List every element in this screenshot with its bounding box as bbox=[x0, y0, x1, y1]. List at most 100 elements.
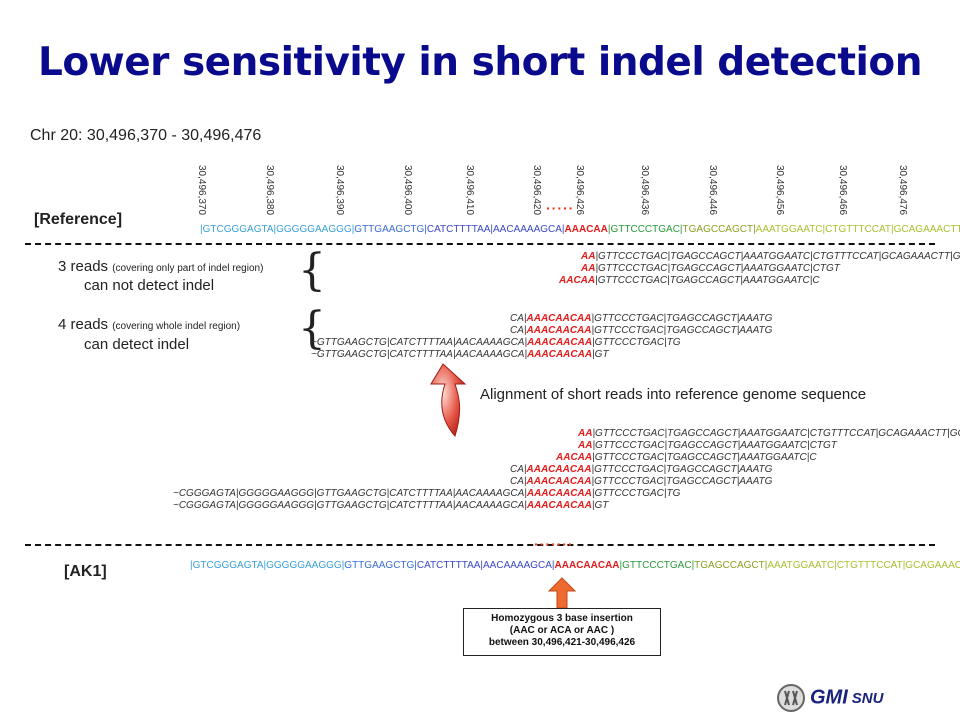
read-indel: AAACAACAA bbox=[526, 313, 592, 324]
group2-description: 4 reads (covering whole indel region) bbox=[58, 316, 240, 333]
read-prefix: ~GTTGAAGCTG|CATCTTTTAA|AACAAAAGCA| bbox=[311, 337, 528, 348]
read-indel: AA bbox=[578, 440, 593, 451]
read-suffix: |GTTCCCTGAC|TGAGCCAGCT|AAATGGAATC|C bbox=[595, 275, 820, 286]
read-suffix: |GT bbox=[592, 349, 609, 360]
read-indel: AA bbox=[578, 428, 593, 439]
group1-result: can not detect indel bbox=[84, 277, 215, 294]
insertion-note-line1: Homozygous 3 base insertion bbox=[491, 613, 633, 624]
position-tick: 30,496,436 bbox=[639, 165, 650, 216]
group1-brace: { bbox=[298, 245, 326, 296]
read-prefix: CA| bbox=[510, 313, 527, 324]
read-indel: AAACAACAA bbox=[526, 464, 592, 475]
group1-reads: AA|GTTCCCTGAC|TGAGCCAGCT|AAATGGAATC|CTGT… bbox=[559, 251, 960, 287]
ak1-segment: TGAGCCAGCT| bbox=[694, 560, 768, 571]
read-prefix: ~CGGGAGTA|GGGGGAAGGG|GTTGAAGCTG|CATCTTTT… bbox=[173, 500, 527, 511]
group2-brace: { bbox=[298, 303, 326, 354]
group2-reads: CA|AAACAACAA|GTTCCCTGAC|TGAGCCAGCT|AAATG… bbox=[311, 313, 772, 361]
read-suffix: |GTTCCCTGAC|TGAGCCAGCT|AAATGGAATC|CTGTTT… bbox=[592, 428, 960, 439]
read-prefix: ~GTTGAAGCTG|CATCTTTTAA|AACAAAAGCA| bbox=[311, 349, 528, 360]
read-suffix: |GTTCCCTGAC|TGAGCCAGCT|AAATG bbox=[591, 476, 773, 487]
read-indel: AACAA bbox=[556, 452, 593, 463]
group2-result: can detect indel bbox=[84, 336, 190, 353]
position-tick: 30,496,400 bbox=[402, 165, 413, 216]
insertion-note-box: Homozygous 3 base insertion (AAC or ACA … bbox=[463, 608, 661, 656]
ak1-segment: |GTTCCCTGAC| bbox=[619, 560, 695, 571]
read-indel: AAACAACAA bbox=[527, 337, 593, 348]
read-prefix: ~CGGGAGTA|GGGGGAAGGG|GTTGAAGCTG|CATCTTTT… bbox=[173, 488, 527, 499]
reference-sequence: |GTCGGGAGTA|GGGGGAAGGG|GTTGAAGCTG|CATCTT… bbox=[200, 224, 960, 236]
read-indel: AA bbox=[581, 263, 596, 274]
position-tick: 30,496,446 bbox=[707, 165, 718, 216]
ak1-segment: AAACAACAA bbox=[554, 560, 620, 571]
reference-segment: AAACAA bbox=[564, 224, 608, 235]
read-suffix: |GTTCCCTGAC|TGAGCCAGCT|AAATGGAATC|CTGT bbox=[595, 263, 840, 274]
ak1-segment: GTTGAAGCTG| bbox=[344, 560, 417, 571]
position-tick: 30,496,456 bbox=[774, 165, 785, 216]
read-suffix: |GTTCCCTGAC|TGAGCCAGCT|AAATGGAATC|CTGTTT… bbox=[595, 251, 960, 262]
read-row: CA|AAACAACAA|GTTCCCTGAC|TGAGCCAGCT|AAATG bbox=[510, 325, 880, 337]
read-indel: AAACAACAA bbox=[526, 325, 592, 336]
ak1-sequence: |GTCGGGAGTA|GGGGGAAGGG|GTTGAAGCTG|CATCTT… bbox=[190, 560, 960, 572]
alignment-arrow-icon bbox=[430, 363, 467, 438]
position-tick: 30,496,410 bbox=[464, 165, 475, 216]
divider-top bbox=[25, 243, 935, 245]
insertion-note-line3: between 30,496,421-30,496,426 bbox=[488, 637, 636, 648]
read-suffix: |GTTCCCTGAC|TGAGCCAGCT|AAATGGAATC|CTGT bbox=[592, 440, 837, 451]
position-tick: 30,496,420 bbox=[531, 165, 542, 216]
divider-bottom bbox=[25, 544, 935, 546]
reference-segment: |GTCGGGAGTA|GGGGGAAGGG| bbox=[200, 224, 355, 235]
reference-segment: GTTGAAGCTG| bbox=[354, 224, 427, 235]
read-row: CA|AAACAACAA|GTTCCCTGAC|TGAGCCAGCT|AAATG bbox=[510, 464, 960, 476]
position-tick: 30,496,466 bbox=[837, 165, 848, 216]
read-row: AA|GTTCCCTGAC|TGAGCCAGCT|AAATGGAATC|CTGT… bbox=[581, 251, 960, 263]
insertion-pointer-arrow-icon bbox=[548, 577, 576, 609]
read-prefix: CA| bbox=[510, 325, 527, 336]
read-row: AA|GTTCCCTGAC|TGAGCCAGCT|AAATGGAATC|CTGT… bbox=[578, 428, 960, 440]
position-tick: 30,496,476 bbox=[897, 165, 908, 216]
reference-segment: CATCTTTTAA|AACAAAAGCA| bbox=[426, 224, 565, 235]
read-indel: AAACAACAA bbox=[526, 500, 592, 511]
read-row: AA|GTTCCCTGAC|TGAGCCAGCT|AAATGGAATC|CTGT bbox=[578, 440, 960, 452]
logo-text: GMI bbox=[810, 686, 848, 709]
read-row: AACAA|GTTCCCTGAC|TGAGCCAGCT|AAATGGAATC|C bbox=[556, 452, 960, 464]
read-row: AACAA|GTTCCCTGAC|TGAGCCAGCT|AAATGGAATC|C bbox=[559, 275, 958, 287]
reference-label: [Reference] bbox=[34, 211, 123, 228]
read-row: ~CGGGAGTA|GGGGGAAGGG|GTTGAAGCTG|CATCTTTT… bbox=[173, 500, 680, 512]
ak1-indel-dots: ······· bbox=[534, 536, 574, 552]
reference-segment: |GTTCCCTGAC| bbox=[607, 224, 683, 235]
read-suffix: |GTTCCCTGAC|TG bbox=[592, 337, 681, 348]
read-row: AA|GTTCCCTGAC|TGAGCCAGCT|AAATGGAATC|CTGT bbox=[581, 263, 960, 275]
position-tick: 30,496,426 bbox=[574, 165, 585, 216]
alignment-description: Alignment of short reads into reference … bbox=[480, 386, 867, 403]
read-indel: AA bbox=[581, 251, 596, 262]
position-tick: 30,496,390 bbox=[334, 165, 345, 216]
read-prefix: CA| bbox=[510, 464, 527, 475]
position-tick: 30,496,380 bbox=[264, 165, 275, 216]
group1-description: 3 reads (covering only part of indel reg… bbox=[58, 258, 263, 275]
group2-count: 4 reads bbox=[58, 316, 109, 333]
read-row: ~GTTGAAGCTG|CATCTTTTAA|AACAAAAGCA|AAACAA… bbox=[311, 349, 681, 361]
read-indel: AAACAACAA bbox=[526, 476, 592, 487]
reference-segment: TGAGCCAGCT| bbox=[682, 224, 756, 235]
ak1-segment: |GTCGGGAGTA|GGGGGAAGGG| bbox=[190, 560, 345, 571]
read-suffix: |GTTCCCTGAC|TGAGCCAGCT|AAATG bbox=[591, 313, 773, 324]
read-row: CA|AAACAACAA|GTTCCCTGAC|TGAGCCAGCT|AAATG bbox=[510, 313, 880, 325]
chromosome-icon bbox=[777, 684, 805, 712]
read-prefix: CA| bbox=[510, 476, 527, 487]
insertion-note-line2: (AAC or ACA or AAC ) bbox=[509, 625, 615, 636]
reference-segment: AAATGGAATC|CTGTTTCCAT|GCAGAAACTT| bbox=[755, 224, 960, 235]
ak1-segment: AAATGGAATC|CTGTTTCCAT|GCAGAAACTT| bbox=[767, 560, 960, 571]
reference-indel-dots: ····· bbox=[546, 200, 575, 216]
chromosome-range-label: Chr 20: 30,496,370 - 30,496,476 bbox=[30, 127, 262, 144]
read-indel: AAACAACAA bbox=[527, 349, 593, 360]
read-row: ~CGGGAGTA|GGGGGAAGGG|GTTGAAGCTG|CATCTTTT… bbox=[173, 488, 680, 500]
position-tick: 30,496,370 bbox=[196, 165, 207, 216]
read-indel: AAACAACAA bbox=[526, 488, 592, 499]
group1-note: (covering only part of indel region) bbox=[112, 263, 264, 274]
read-suffix: |GTTCCCTGAC|TG bbox=[591, 488, 681, 499]
group1-count: 3 reads bbox=[58, 258, 109, 275]
read-row: ~GTTGAAGCTG|CATCTTTTAA|AACAAAAGCA|AAACAA… bbox=[311, 337, 681, 349]
read-suffix: |GT bbox=[591, 500, 609, 511]
slide-title: Lower sensitivity in short indel detecti… bbox=[38, 40, 922, 85]
